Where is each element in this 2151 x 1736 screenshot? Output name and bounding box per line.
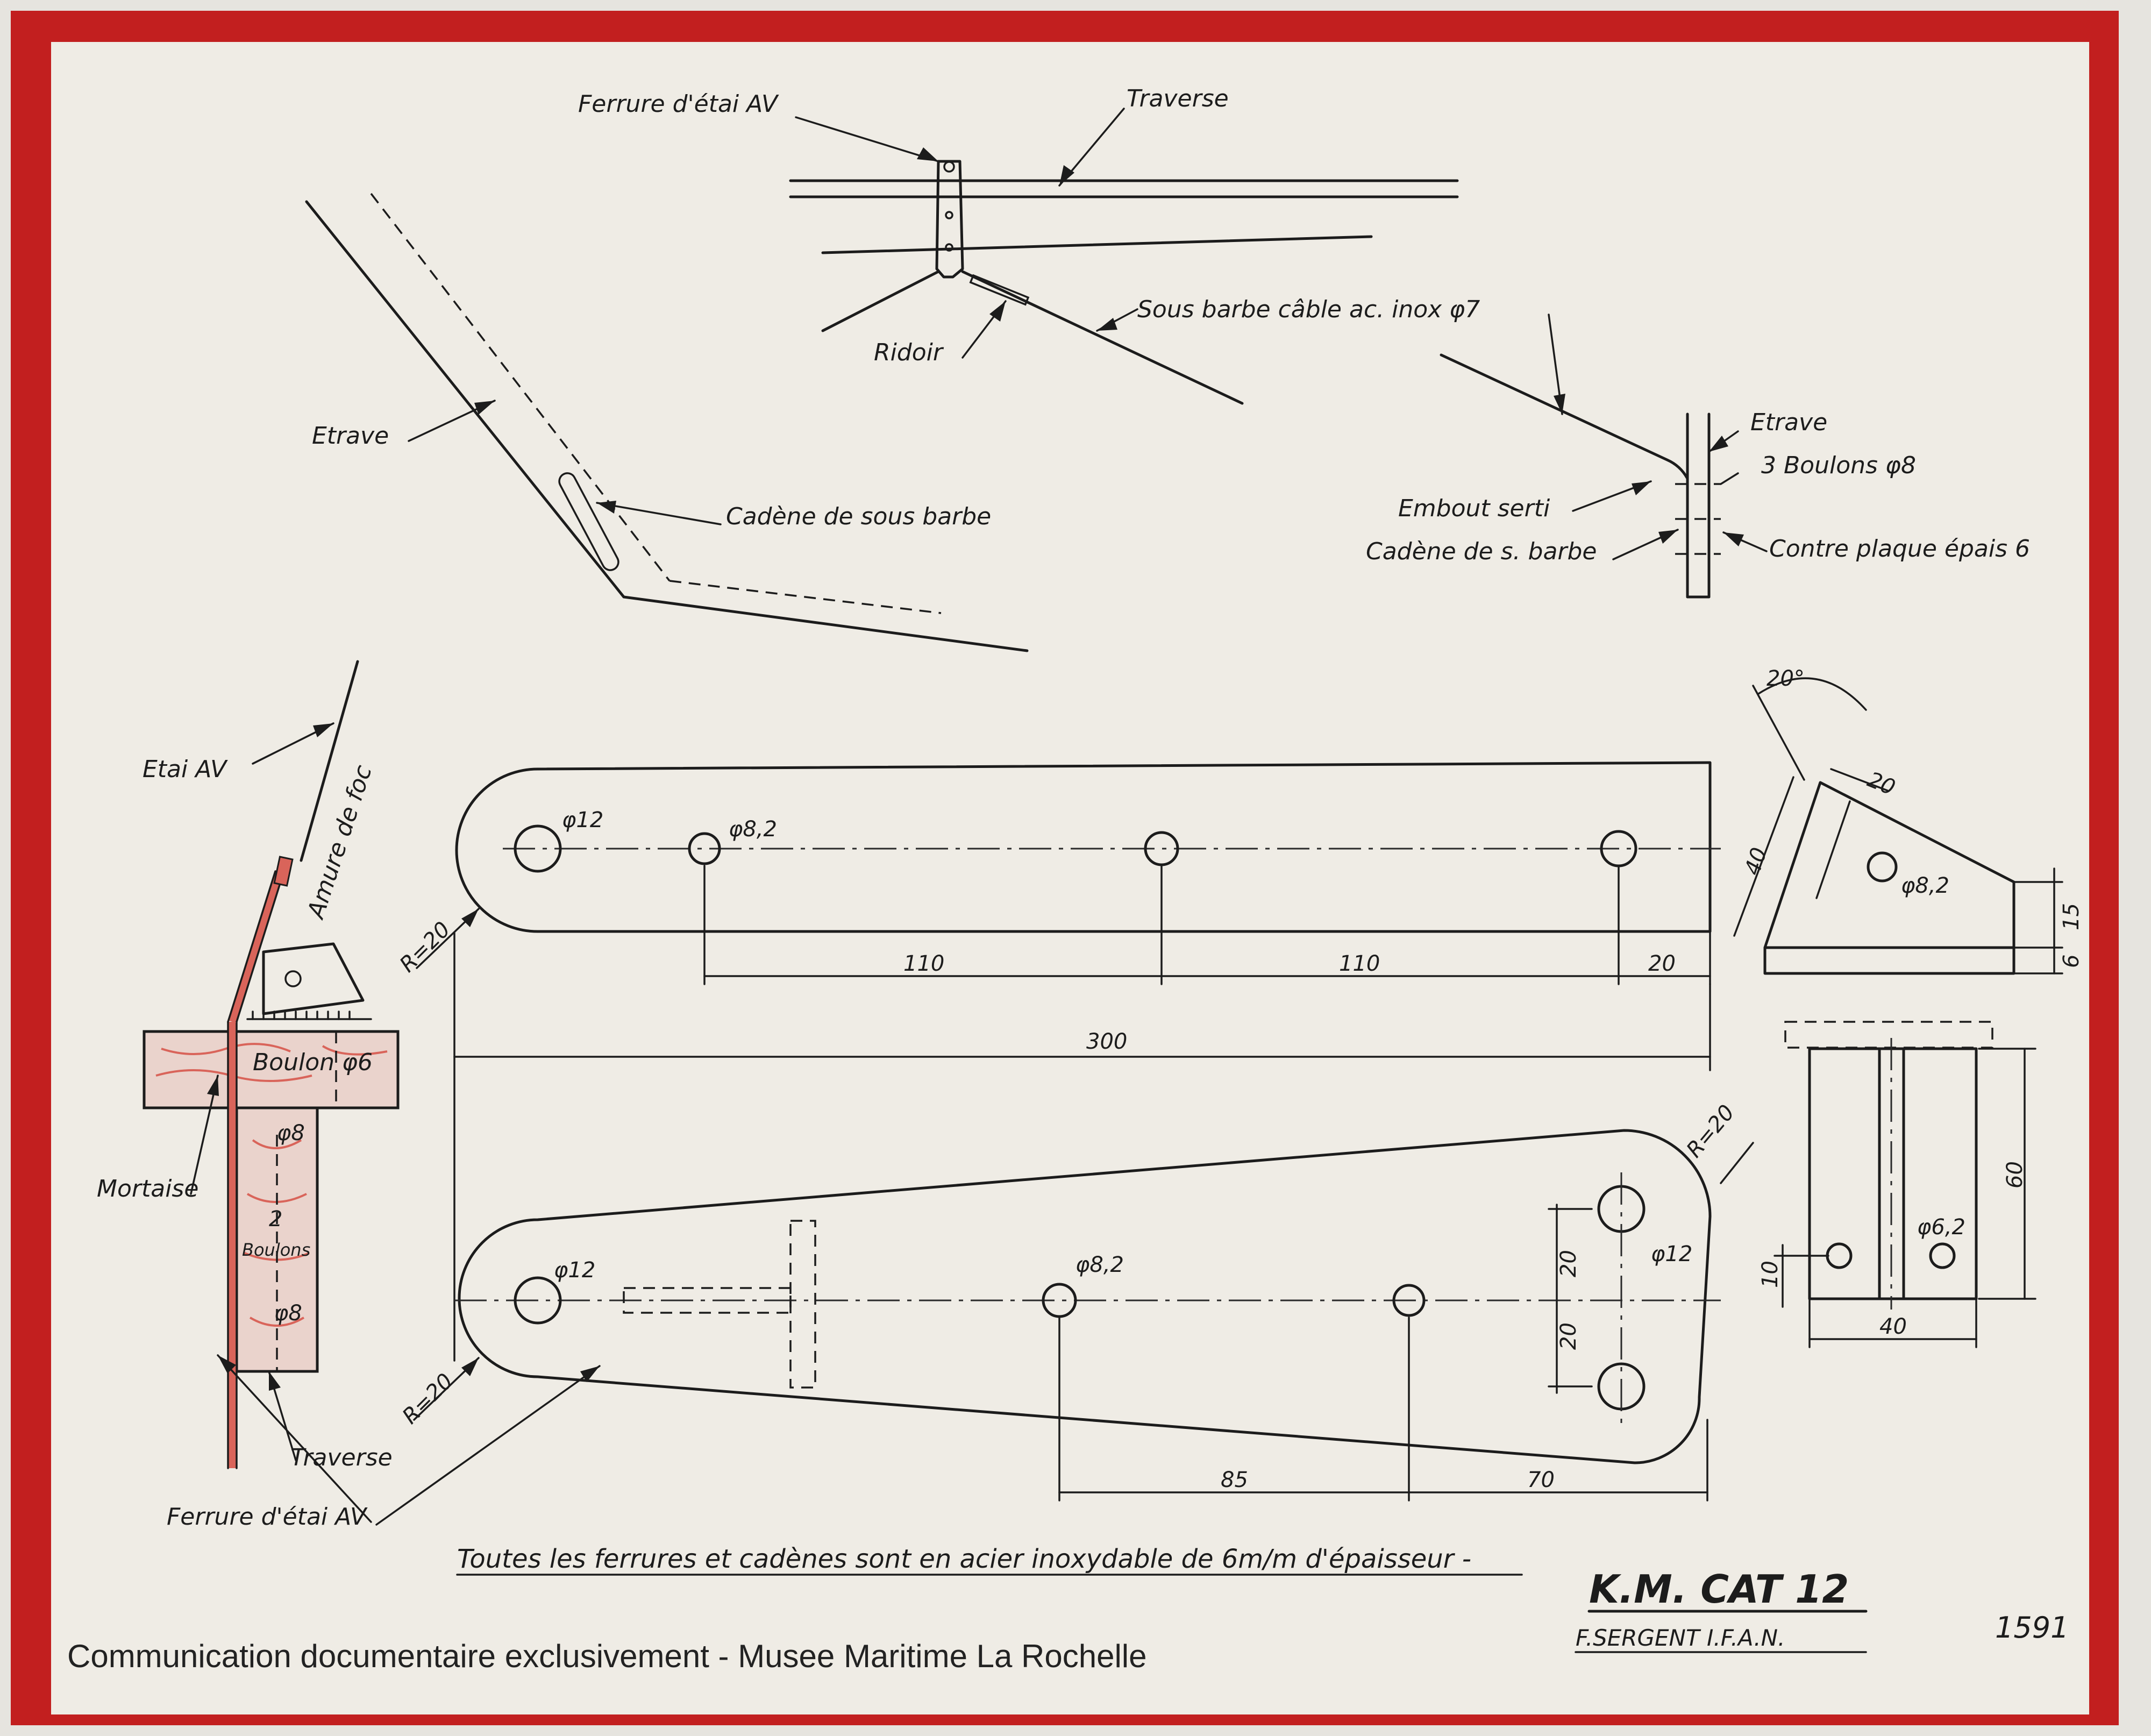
view-gusset-side xyxy=(1733,677,2063,975)
label-ferrure-etai-top: Ferrure d'étai AV xyxy=(578,90,779,118)
label-embout-serti: Embout serti xyxy=(1398,495,1550,522)
label-mortaise: Mortaise xyxy=(97,1175,198,1203)
label-ferrure-etai-bottom: Ferrure d'étai AV xyxy=(167,1503,368,1531)
label-boulon-6: Boulon φ6 xyxy=(253,1049,373,1076)
dim-phi62: φ6,2 xyxy=(1917,1215,1965,1240)
label-ridoir: Ridoir xyxy=(874,339,944,366)
view-etrave-detail xyxy=(1440,314,1768,599)
view-plate-straight xyxy=(416,761,1721,1362)
dim-6: 6 xyxy=(2059,955,2084,968)
dim-20-b: 20 xyxy=(1648,951,1676,976)
label-phi8-b: φ8 xyxy=(274,1301,302,1326)
dim-40-b: 40 xyxy=(1879,1314,1907,1339)
tapered-plate-outline-icon xyxy=(458,1129,1712,1464)
dim-20-d: 20 xyxy=(1556,1322,1581,1350)
dim-20deg: 20° xyxy=(1767,666,1805,691)
dim-300: 300 xyxy=(1086,1029,1127,1054)
general-note: Toutes les ferrures et cadènes sont en a… xyxy=(457,1544,1471,1574)
label-sous-barbe: Sous barbe câble ac. inox φ7 xyxy=(1137,296,1480,323)
label-cadene-sous-barbe: Cadène de sous barbe xyxy=(726,503,991,530)
dim-110-a: 110 xyxy=(903,951,944,976)
dim-phi82-bot: φ8,2 xyxy=(1076,1253,1124,1277)
paper-sheet xyxy=(51,42,2089,1714)
gusset-base-icon xyxy=(1763,946,2015,975)
dim-phi82-top: φ8,2 xyxy=(729,817,777,842)
ferrure-plate-top-icon xyxy=(935,160,964,279)
gusset-front-outline-icon xyxy=(1808,1047,1978,1300)
dim-phi82-right: φ8,2 xyxy=(1901,873,1949,898)
chainplate-gusset-icon xyxy=(262,942,365,1015)
sheet-number: 1591 xyxy=(1995,1611,2069,1645)
view-plate-tapered xyxy=(375,1129,1754,1526)
view-ferrure-traverse xyxy=(789,108,1459,405)
dim-20-c: 20 xyxy=(1556,1250,1581,1277)
label-traverse-bottom: Traverse xyxy=(290,1444,393,1471)
view-gusset-front xyxy=(1773,1021,2036,1348)
view-assembly-traverse xyxy=(143,660,400,1523)
dim-phi12-bot-left: φ12 xyxy=(554,1258,595,1283)
label-contre-plaque: Contre plaque épais 6 xyxy=(1769,535,2030,563)
credit-watermark: Communication documentaire exclusivement… xyxy=(67,1638,1147,1674)
dim-85: 85 xyxy=(1221,1468,1248,1492)
traverse-wood-block xyxy=(143,1030,400,1109)
drawing-author: F.SERGENT I.F.A.N. xyxy=(1576,1625,1785,1651)
label-etrave-left: Etrave xyxy=(312,422,389,450)
dim-70: 70 xyxy=(1527,1468,1555,1492)
label-boulons-b: Boulons xyxy=(242,1240,310,1260)
dim-10: 10 xyxy=(1758,1261,1783,1288)
dim-110-b: 110 xyxy=(1339,951,1380,976)
label-phi8-a: φ8 xyxy=(277,1121,305,1146)
drawing-title: K.M. CAT 12 xyxy=(1589,1567,1849,1612)
label-etai-av: Etai AV xyxy=(143,756,228,783)
cadene-plate-icon xyxy=(558,472,619,571)
dim-60: 60 xyxy=(2003,1161,2027,1189)
ridoir-turnbuckle-icon xyxy=(969,274,1030,306)
label-boulons: 3 Boulons φ8 xyxy=(1761,452,1916,479)
dim-15: 15 xyxy=(2059,903,2084,930)
label-etrave-right: Etrave xyxy=(1750,409,1827,436)
dim-phi12-bot-right: φ12 xyxy=(1651,1242,1692,1267)
straight-plate-outline-icon xyxy=(455,761,1712,933)
label-traverse-top: Traverse xyxy=(1127,85,1229,112)
label-cadene-s-barbe: Cadène de s. barbe xyxy=(1366,538,1597,565)
view-etrave-cadene xyxy=(305,193,1029,652)
dim-phi12-top: φ12 xyxy=(562,808,603,833)
label-2: 2 xyxy=(269,1207,282,1232)
